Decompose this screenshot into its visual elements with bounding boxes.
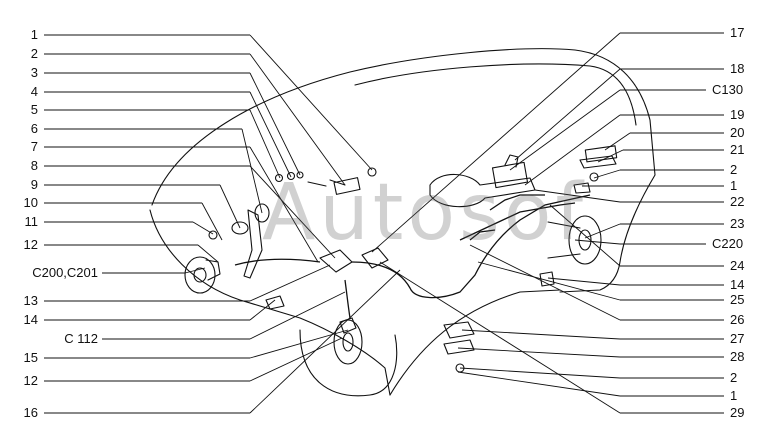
leader-line-right-19-tail (457, 371, 621, 397)
leader-line-left-15-tail (249, 299, 276, 321)
callout-left-12: 12 (23, 237, 38, 252)
brake-line-main (351, 194, 591, 299)
leader-line-left-2-tail (249, 53, 346, 186)
car-side-line (149, 209, 391, 396)
callout-left-6: 6 (30, 121, 38, 136)
callout-right-17: 28 (730, 349, 745, 364)
leader-line-right-4-tail (524, 114, 621, 186)
callout-left-18: 12 (23, 373, 38, 388)
leader-line-left-13-tail (184, 267, 206, 274)
callout-right-3: C130 (712, 82, 744, 97)
callout-right-4: 19 (730, 107, 745, 122)
leader-line-right-16-tail (461, 329, 621, 340)
brake-pedal (243, 209, 263, 279)
leader-line-left-12-tail (197, 244, 219, 263)
muffler-assembly (429, 173, 536, 208)
callout-right-2: 18 (730, 61, 745, 76)
brake-line-rear (459, 202, 576, 241)
callout-left-4: 4 (30, 84, 38, 99)
leader-line-left-4-tail (249, 91, 292, 178)
callout-right-9: 22 (730, 194, 745, 209)
leader-line-right-6-tail (597, 149, 624, 163)
leader-line-left-5-tail (249, 109, 281, 179)
leader-line-left-7-tail (249, 146, 319, 263)
brake-line-front (344, 279, 351, 319)
car-floor-line (389, 289, 561, 396)
leader-line-left-1-tail (249, 34, 373, 171)
callout-left-2: 2 (30, 46, 38, 61)
hose-clip (443, 321, 475, 339)
callout-right-12: 24 (730, 258, 745, 273)
leader-line-left-3-tail (249, 72, 301, 176)
leader-line-right-15-tail (469, 244, 621, 321)
leader-line-right-7-tail (593, 169, 621, 179)
leader-line-right-11-tail (574, 239, 621, 245)
callout-left-3: 3 (30, 65, 38, 80)
callout-left-16: C 112 (64, 331, 98, 346)
callout-left-11: 11 (24, 214, 39, 229)
callout-left-10: 10 (23, 195, 38, 210)
leader-line-left-18-tail (249, 337, 343, 382)
callout-left-1: 1 (30, 27, 38, 42)
callout-right-10: 23 (730, 216, 745, 231)
leader-line-right-10-tail (584, 223, 621, 239)
leader-line-left-16-tail (249, 291, 346, 340)
callout-right-8: 1 (730, 178, 738, 193)
callout-right-18: 2 (730, 370, 738, 385)
pressure-regulator (491, 161, 529, 189)
callout-left-5: 5 (30, 102, 38, 117)
leader-line-right-3-tail (509, 89, 621, 171)
leader-line-left-9-tail (219, 184, 241, 229)
callout-right-6: 21 (730, 142, 745, 157)
rear-brake-drum (568, 215, 602, 265)
callout-right-1: 17 (730, 25, 745, 40)
callout-right-15: 26 (730, 312, 745, 327)
callout-right-13: 14 (730, 277, 745, 292)
brake-fluid-reservoir (333, 177, 361, 195)
leader-line-right-18-tail (459, 367, 621, 379)
leader-line-right-9-tail (534, 189, 621, 203)
callout-right-5: 20 (730, 125, 745, 140)
leader-line-left-11-tail (192, 221, 214, 235)
callout-left-17: 15 (23, 350, 38, 365)
car-body-outline (151, 48, 656, 293)
callout-left-14: 13 (23, 293, 38, 308)
left-front-caliper (205, 259, 221, 281)
callout-left-8: 8 (30, 158, 38, 173)
leader-line-left-8-tail (249, 165, 336, 259)
callout-right-14: 25 (730, 292, 745, 307)
front-wheel-arch (299, 329, 398, 397)
leader-line-right-1-tail (371, 32, 621, 253)
leader-line-right-5-tail (604, 132, 631, 151)
leader-line-right-2-tail (514, 68, 621, 161)
callout-right-19: 1 (730, 388, 738, 403)
leader-line-left-14-tail (249, 264, 331, 302)
leader-line-right-14-tail (477, 261, 621, 301)
callout-right-20: 29 (730, 405, 745, 420)
leader-line-left-19-tail (249, 269, 401, 414)
leader-line-right-12-tail (549, 204, 621, 267)
leader-line-right-13-tail (547, 277, 621, 286)
callout-left-7: 7 (30, 139, 38, 154)
leader-line-right-20-tail (379, 261, 621, 414)
callout-left-15: 14 (23, 312, 38, 327)
car-roof-line (354, 63, 637, 126)
callout-right-16: 27 (730, 331, 745, 346)
left-front-brake-disc (184, 256, 216, 294)
callout-left-9: 9 (30, 177, 38, 192)
callout-right-7: 2 (730, 162, 738, 177)
leader-line-right-17-tail (457, 347, 621, 358)
master-cylinder (319, 249, 353, 273)
callout-left-13: C200,C201 (32, 265, 98, 280)
callout-left-19: 16 (23, 405, 38, 420)
leader-line-left-10-tail (201, 202, 223, 241)
rear-valve (584, 145, 618, 163)
leader-line-left-6-tail (241, 128, 263, 214)
brake-line-left-front (234, 258, 321, 266)
callout-right-11: C220 (712, 236, 744, 251)
